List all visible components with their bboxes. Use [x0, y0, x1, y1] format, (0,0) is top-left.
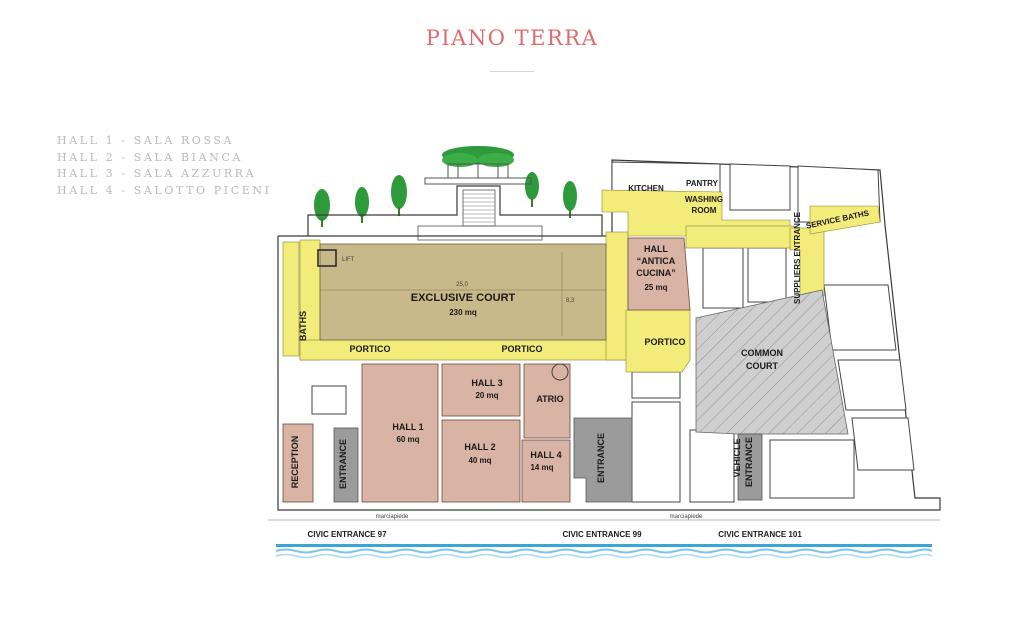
title-divider: [490, 71, 534, 72]
label-atrio: ATRIO: [536, 394, 563, 404]
gazebo-icon: [424, 146, 532, 185]
label-common-court: COMMON: [741, 348, 783, 358]
hall-rooms: [282, 363, 571, 503]
garden-trees: [314, 172, 577, 227]
label-dim-height: 8,3: [566, 298, 575, 304]
label-hall-antica-2: “ANTICA: [637, 256, 676, 266]
legend-item-hall2: HALL 2 - SALA BIANCA: [57, 150, 243, 164]
label-reception: RECEPTION: [290, 436, 300, 489]
label-portico-2: PORTICO: [501, 344, 542, 354]
label-hall4: HALL 4: [530, 450, 561, 460]
label-entrance-2: ENTRANCE: [596, 433, 606, 483]
label-entrance-1: ENTRANCE: [338, 439, 348, 489]
spiral-stair-icon: [551, 363, 569, 381]
exclusive-court: [319, 243, 607, 341]
label-civic-97: CIVIC ENTRANCE 97: [307, 530, 387, 539]
label-washing-room: ROOM: [692, 206, 717, 215]
label-hall3: HALL 3: [471, 378, 502, 388]
page-title: PIANO TERRA: [425, 26, 599, 50]
hall-legend: HALL 1 - SALA ROSSA HALL 2 - SALA BIANCA…: [57, 133, 272, 199]
label-kitchen: KITCHEN: [628, 184, 664, 193]
portico-areas: [282, 189, 881, 373]
label-street-1: marciapiede: [376, 514, 409, 520]
tree-icon: [525, 172, 539, 200]
label-washing: WASHING: [685, 195, 723, 204]
tree-icon: [391, 175, 407, 209]
label-hall4-area: 14 mq: [530, 463, 553, 472]
label-suppliers-entrance: SUPPLIERS ENTRANCE: [793, 211, 802, 304]
label-pantry: PANTRY: [686, 179, 719, 188]
tree-icon: [563, 181, 577, 211]
tree-icon: [314, 189, 330, 221]
label-civic-99: CIVIC ENTRANCE 99: [562, 530, 642, 539]
label-hall2: HALL 2: [464, 442, 495, 452]
label-street-2: marciapiede: [670, 514, 703, 520]
legend-item-hall4: HALL 4 - SALOTTO PICENI: [57, 183, 272, 197]
label-exclusive-court: EXCLUSIVE COURT: [411, 292, 516, 304]
label-hall-antica-3: CUCINA”: [636, 268, 676, 278]
hall-antica-cucina: [627, 237, 691, 311]
label-vehicle-entrance: ENTRANCE: [744, 437, 754, 487]
label-exclusive-court-area: 230 mq: [449, 308, 477, 317]
label-civic-101: CIVIC ENTRANCE 101: [718, 530, 802, 539]
label-hall2-area: 40 mq: [468, 456, 491, 465]
legend-item-hall1: HALL 1 - SALA ROSSA: [57, 134, 235, 147]
label-vehicle: VEHICLE: [732, 438, 742, 477]
right-wing-rooms: [611, 161, 915, 503]
label-dim-width: 25,0: [456, 282, 468, 288]
label-portico-1: PORTICO: [349, 344, 390, 354]
label-hall3-area: 20 mq: [475, 391, 498, 400]
label-hall1: HALL 1: [392, 422, 423, 432]
legend-item-hall3: HALL 3 - SALA AZZURRA: [57, 167, 257, 180]
label-hall-antica: HALL: [644, 244, 668, 254]
garden-terrace: [307, 185, 603, 241]
entrance-areas: [333, 417, 763, 503]
label-hall1-area: 60 mq: [396, 435, 419, 444]
label-baths: BATHS: [298, 311, 308, 341]
label-portico-3: PORTICO: [644, 337, 685, 347]
label-lift: LIFT: [342, 257, 355, 263]
label-hall-antica-area: 25 mq: [644, 283, 667, 292]
tree-icon: [355, 187, 369, 217]
label-common-court-2: COURT: [746, 361, 778, 371]
common-court: [695, 289, 849, 435]
water-band: [275, 544, 933, 559]
